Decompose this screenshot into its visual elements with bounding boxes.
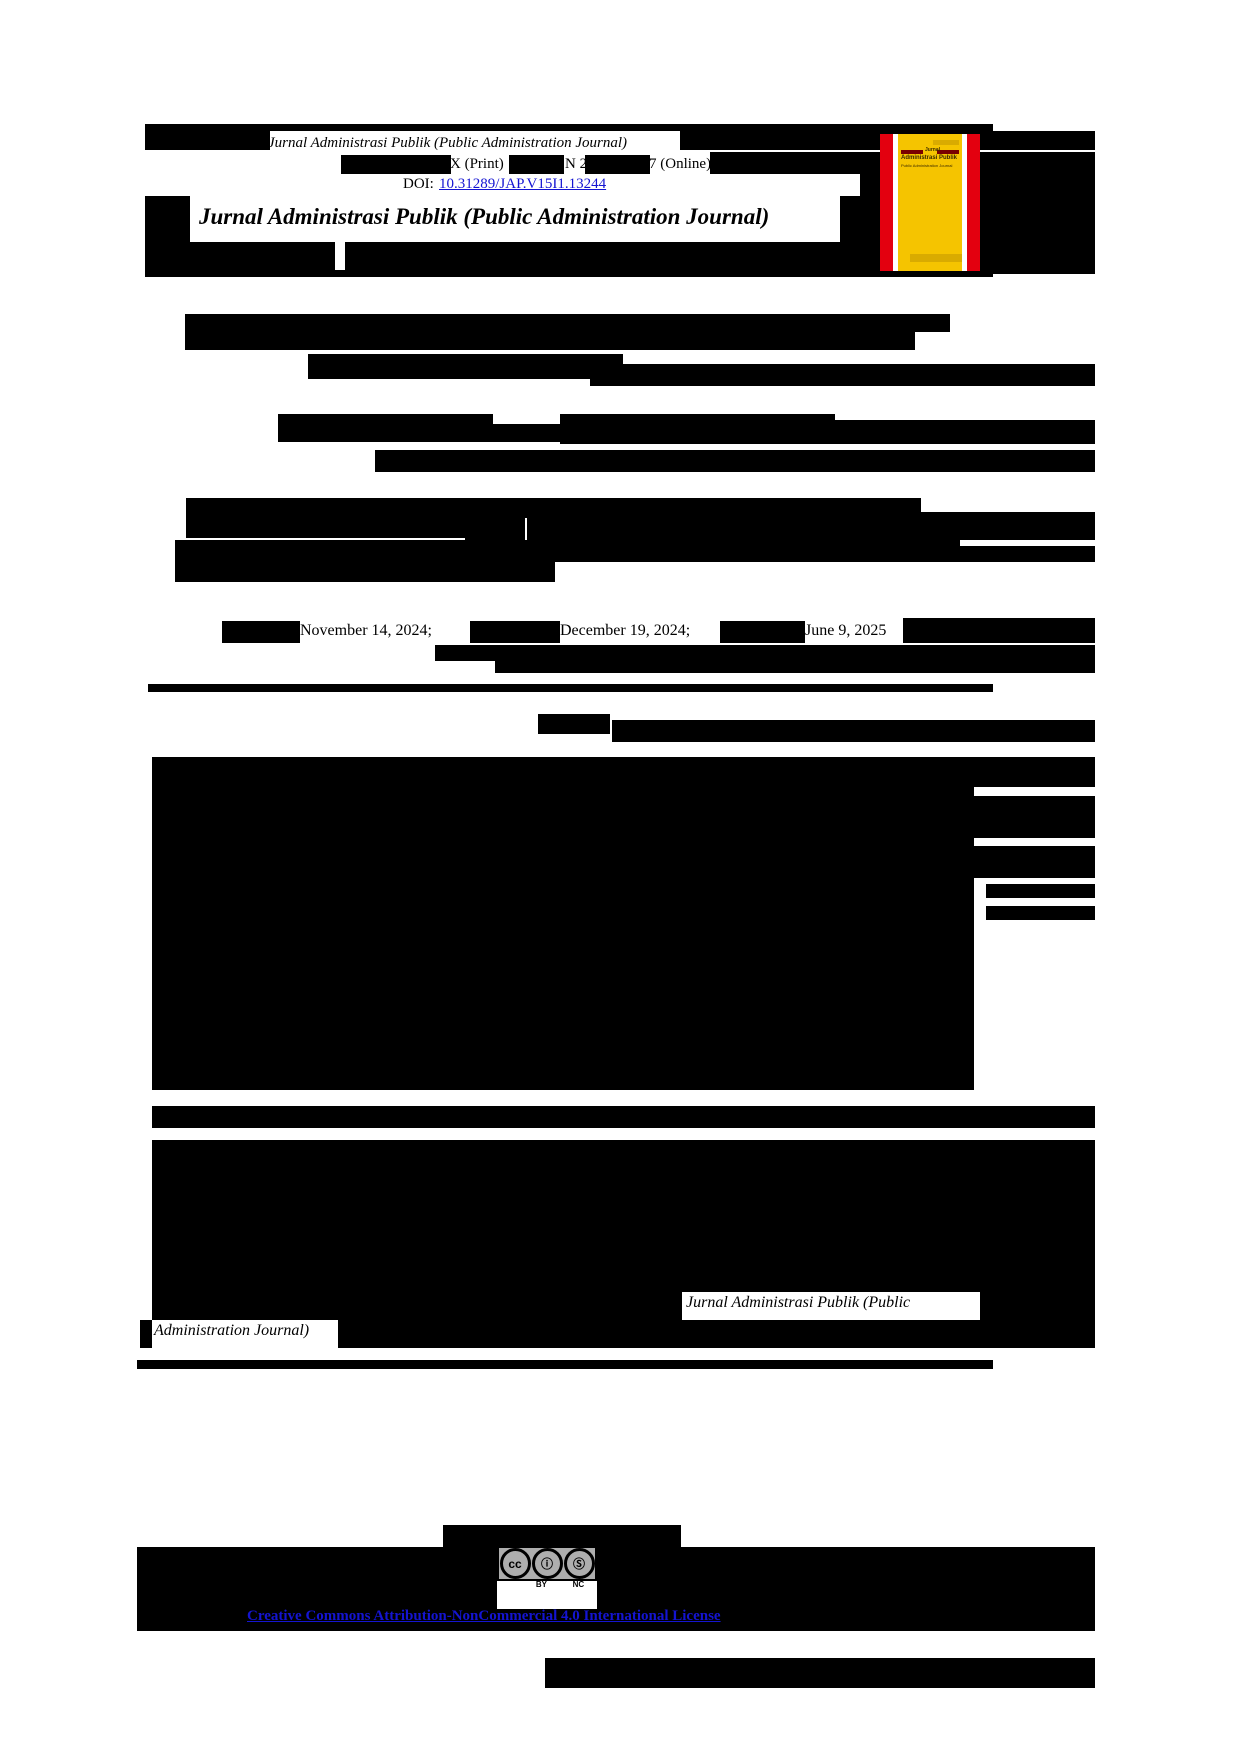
abstract-body-bottom [152,1026,332,1088]
howtocite-line6 [152,1292,682,1320]
header-bottom-redaction [145,242,335,274]
keywords-line [152,1106,1095,1128]
footer-line-below-badge-right [597,1585,1095,1609]
abstract-body-right-1 [974,757,1095,787]
footer-line-right [597,1547,1095,1585]
authors-line1d [830,420,1095,444]
cc-by-icon: ⓘ [531,1548,563,1579]
footer-line-below-badge-left [137,1585,497,1609]
affiliation-line1 [375,450,1095,472]
meta-block-line2 [186,516,466,538]
cc-nc-label: NC [572,1579,585,1589]
cover-footer-mark [910,254,962,262]
received-label-redaction [222,621,300,643]
journal-citation-italic-line2: Administration Journal) [154,1322,310,1340]
cover-top-mark [933,140,959,145]
header-redaction-1 [145,131,270,150]
abstract-body-right-3 [974,846,1095,878]
cover-white-right-band [962,134,967,271]
title-left-redaction [145,196,190,242]
cover-body [898,134,962,271]
issn-print-suffix: X (Print) [450,156,504,172]
cover-title-line3: Public Administration Journal [901,163,953,168]
creative-commons-badge: cc ⓘ Ⓢ [497,1546,597,1581]
abstract-body-right-4 [986,884,1095,898]
meta-block-line2c [527,512,1095,540]
howtocite-line6-right [980,1292,1095,1320]
journal-title: Jurnal Administrasi Publik (Public Admin… [199,204,770,229]
article-title-line1b [185,330,915,350]
journal-running-title: Jurnal Administrasi Publik (Public Admin… [268,135,628,151]
meta-block-line3b [960,546,1095,562]
cc-nc-icon: Ⓢ [563,1548,595,1579]
received-date: November 14, 2024; [300,622,432,639]
cover-bar-right [937,150,959,154]
cc-by-label: BY [535,1579,547,1589]
article-title-line2 [308,354,623,379]
header-bottom-rule [145,270,993,277]
abstract-body-right-5 [986,906,1095,920]
authors-line1c [560,414,835,444]
cover-white-left-band [893,134,898,271]
issn-online-redaction-b [585,155,650,174]
howtocite-line2 [152,1180,1095,1208]
cover-red-right-band [967,134,980,271]
license-link-backdrop [137,1609,1095,1631]
cover-bar-left [901,150,923,154]
meta-block-line3 [175,540,960,562]
issn-online-suffix: 7 (Online) [649,156,712,172]
citation-howto-line2 [495,657,1095,673]
cover-title-line1: Jurnal [925,147,941,153]
abstract-body-right-2 [974,796,1095,838]
article-title-line1 [185,314,950,332]
header-top-rule [145,124,993,131]
accepted-label-redaction [720,621,805,643]
section-divider-top [148,684,993,692]
cover-red-left-band [880,134,893,271]
howtocite-line3 [152,1208,1095,1236]
cover-title-line2: Administrasi Publik [901,155,958,161]
article-title-line2b [590,364,1095,386]
meta-block-line4 [175,562,555,582]
abstract-heading-redaction [538,714,610,734]
journal-citation-italic-line1: Jurnal Administrasi Publik (Public [686,1294,911,1312]
howtocite-line4 [152,1236,1095,1264]
issn-print-redaction [341,155,451,174]
abstract-body-notch-1 [224,757,974,775]
revised-date: December 19, 2024; [560,622,691,639]
footer-line-left [137,1547,497,1585]
howtocite-line7-right [338,1320,1095,1348]
howtocite-line7-left [140,1320,152,1348]
doi-link[interactable]: 10.31289/JAP.V15I1.13244 [439,176,607,192]
cc-icon: cc [499,1548,531,1579]
howtocite-line1 [152,1140,1095,1180]
issn-online-redaction-a [509,155,564,174]
license-link[interactable]: Creative Commons Attribution-NonCommerci… [247,1608,721,1624]
issn-online-prefix: N 2 [565,156,588,172]
abstract-body-bottom-2 [168,998,974,1028]
howtocite-label-2 [152,1158,294,1180]
dates-trailing-redaction [903,618,1095,643]
doi-label: DOI: [403,176,434,192]
revised-label-redaction [470,621,560,643]
abstract-body-bottom-3 [332,1056,974,1086]
cc-badge-labels: BY NC [497,1578,597,1590]
howtocite-line5 [152,1264,1095,1292]
journal-cover-image: Jurnal Administrasi Publik Public Admini… [880,134,980,271]
accepted-date: June 9, 2025 [805,622,887,639]
meta-block-line2b [465,518,525,540]
footer-bottom-redaction [545,1658,1095,1688]
section-divider-bottom [137,1360,993,1369]
footer-heading-redaction [443,1525,681,1547]
abstract-heading-rest [612,720,1095,742]
